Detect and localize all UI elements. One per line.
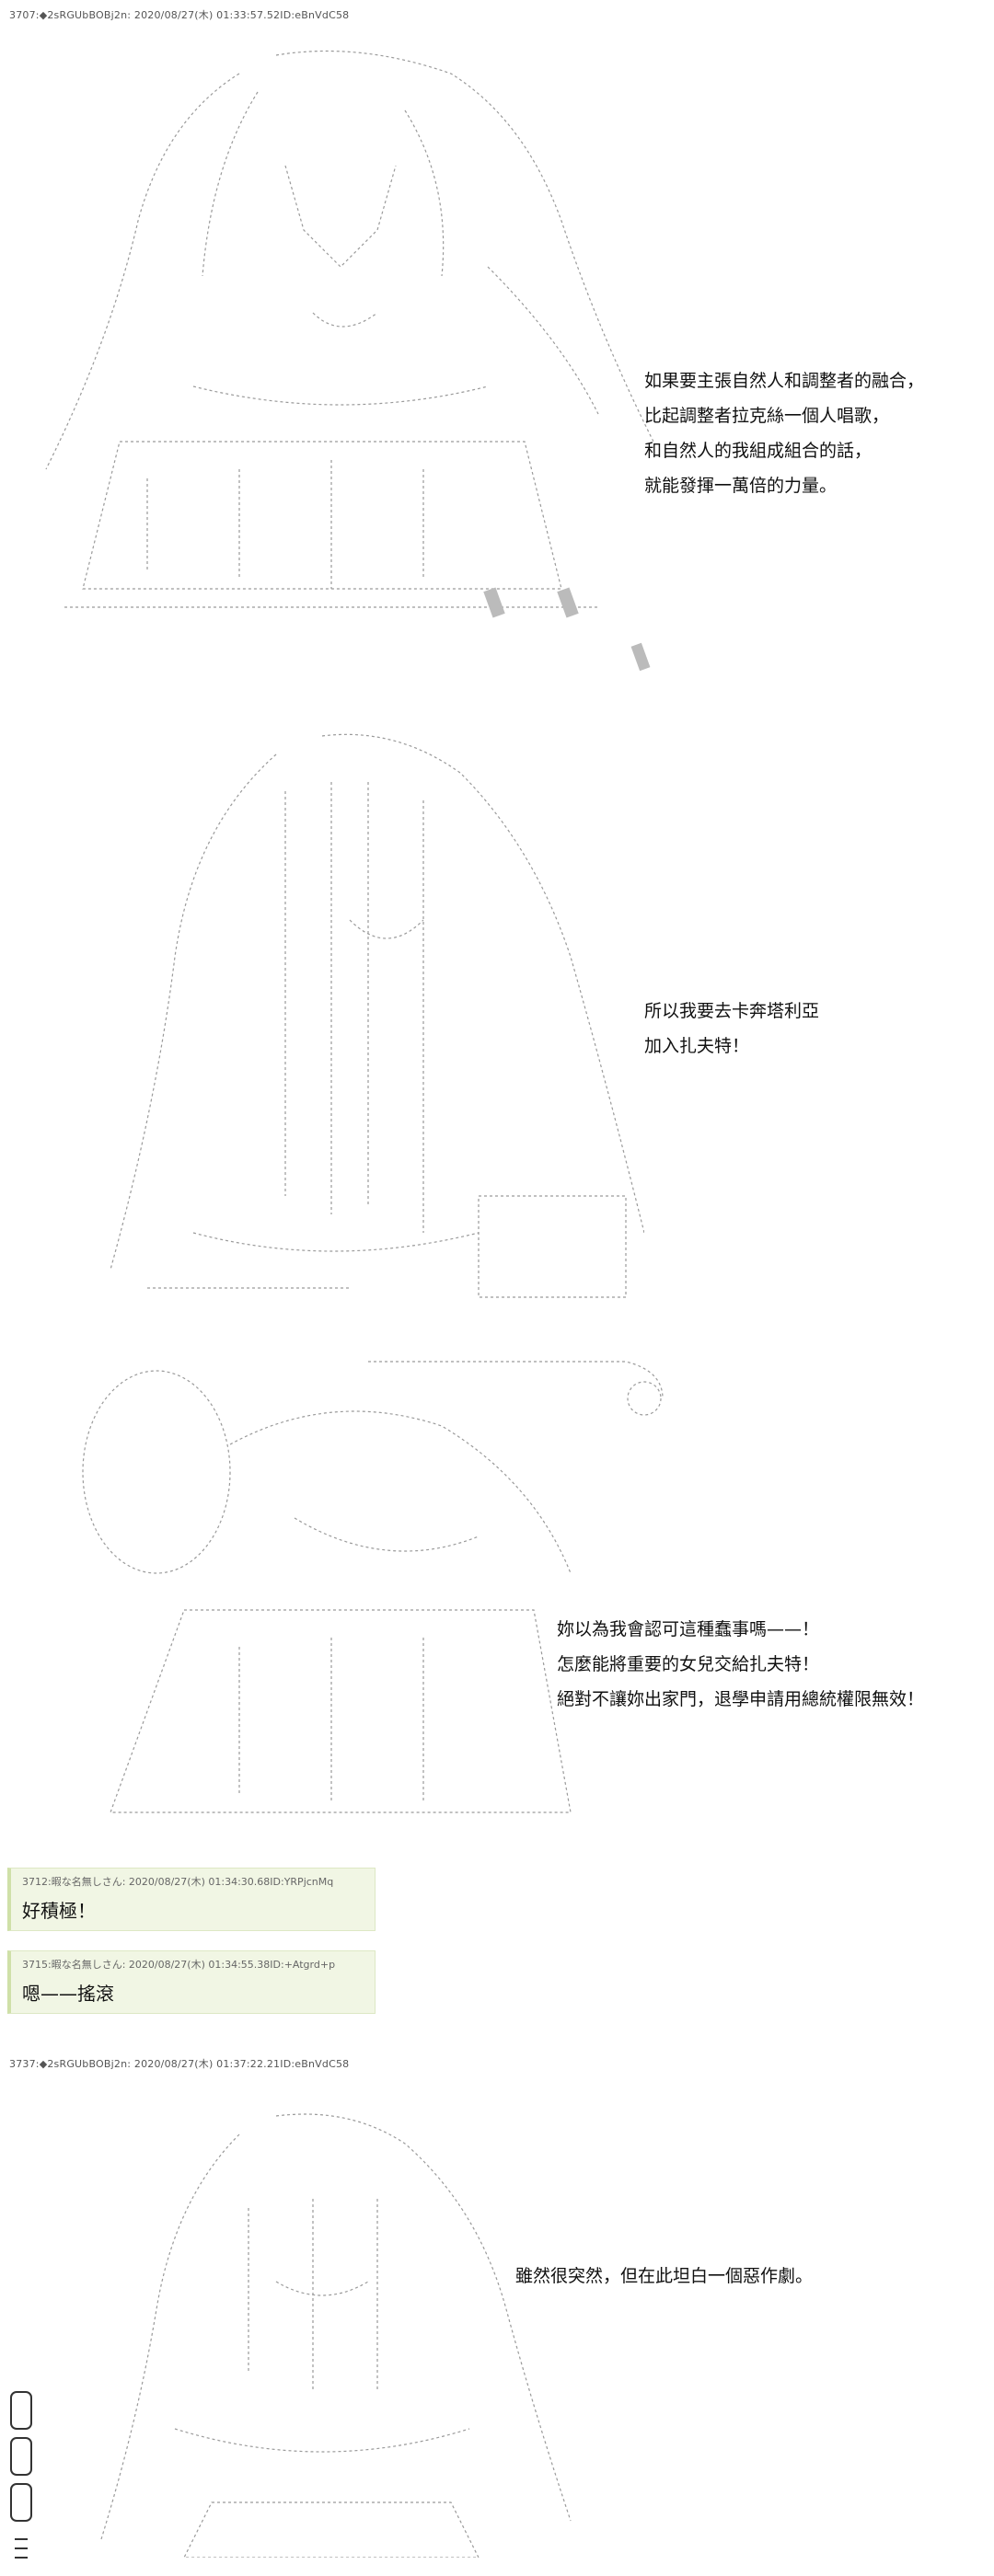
caption-line: 就能發揮一萬倍的力量。	[644, 476, 838, 496]
caption-line: 比起調整者拉克絲一個人唱歌，	[644, 406, 890, 426]
caption-panel2: 所以我要去卡奔塔利亞 加入扎夫特！	[644, 994, 819, 1064]
reply-header: 3712:暇な名無しさん: 2020/08/27(木) 01:34:30.68I…	[22, 1876, 334, 1888]
caption-line: 雖然很突然，但在此坦白一個惡作劇。	[515, 2266, 814, 2286]
caption-line: 和自然人的我組成組合的話，	[644, 441, 873, 461]
caption-line: 怎麼能將重要的女兒交給扎夫特！	[557, 1654, 820, 1674]
post-header: 3737:◆2sRGUbBOBj2n: 2020/08/27(木) 01:37:…	[9, 2058, 350, 2070]
caption-post4: 雖然很突然，但在此坦白一個惡作劇。	[515, 2259, 813, 2294]
caption-line: 如果要主張自然人和調整者的融合，	[644, 371, 925, 391]
caption-line: 加入扎夫特！	[644, 1036, 750, 1056]
reply-post: 3712:暇な名無しさん: 2020/08/27(木) 01:34:30.68I…	[7, 1868, 376, 1931]
post-header: 3707:◆2sRGUbBOBj2n: 2020/08/27(木) 01:33:…	[9, 9, 350, 21]
reply-text: 嗯——搖滾	[22, 1983, 114, 2005]
watermark-logo	[6, 2383, 37, 2567]
reply-header: 3715:暇な名無しさん: 2020/08/27(木) 01:34:55.38I…	[22, 1959, 336, 1971]
caption-line: 絕對不讓妳出家門，退學申請用總統權限無效！	[557, 1689, 925, 1709]
caption-line: 妳以為我會認可這種蠢事嗎——！	[557, 1619, 820, 1639]
caption-line: 所以我要去卡奔塔利亞	[644, 1001, 820, 1021]
reply-text: 好積極！	[22, 1900, 96, 1922]
ascii-art-character	[9, 37, 653, 699]
caption-panel3: 妳以為我會認可這種蠢事嗎——！ 怎麼能將重要的女兒交給扎夫特！ 絕對不讓妳出家門…	[557, 1612, 924, 1717]
caption-post1: 如果要主張自然人和調整者的融合， 比起調整者拉克絲一個人唱歌， 和自然人的我組成…	[644, 363, 924, 503]
ascii-art-character	[55, 1334, 699, 1849]
ascii-art-character	[55, 718, 644, 1316]
ascii-art-character	[74, 2098, 589, 2558]
reply-post: 3715:暇な名無しさん: 2020/08/27(木) 01:34:55.38I…	[7, 1950, 376, 2014]
